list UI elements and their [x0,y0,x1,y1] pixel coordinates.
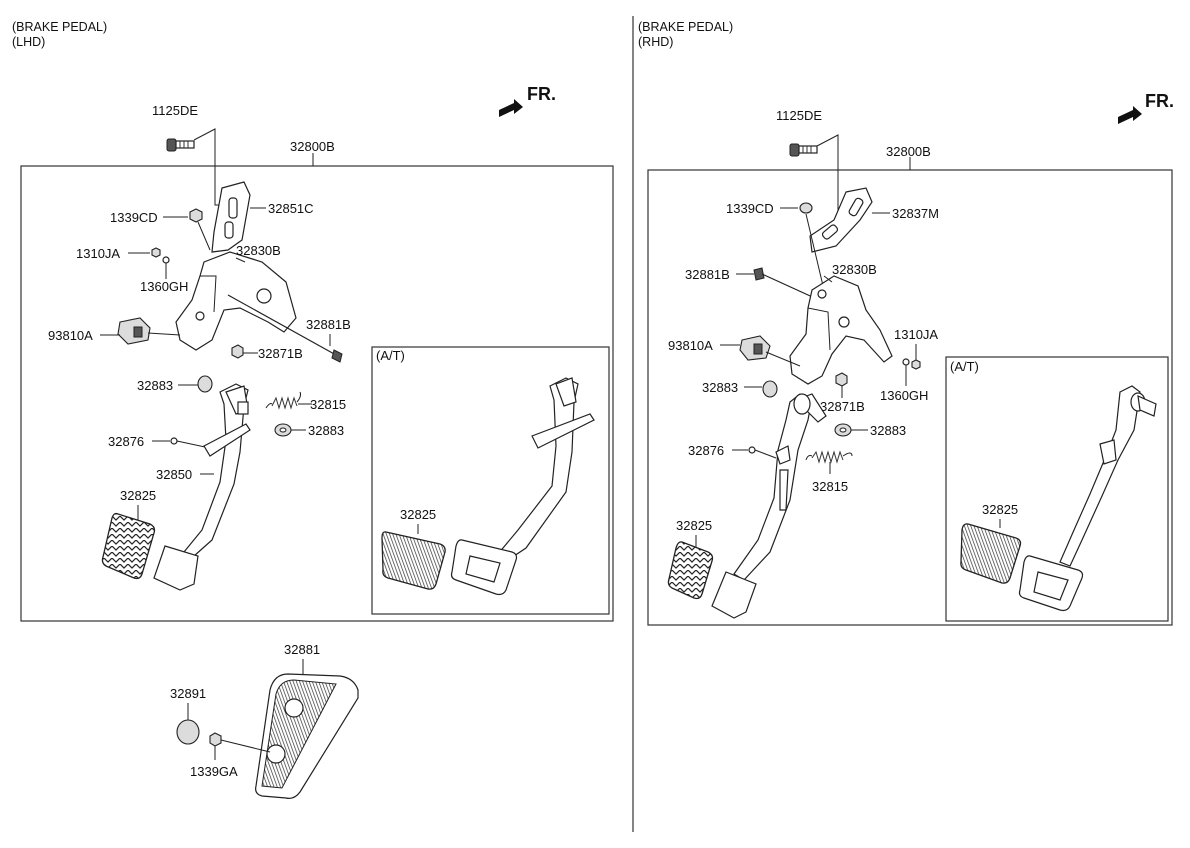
lhd-at-pedal-arm-icon [497,377,595,561]
rhd-callout-1125de: 1125DE [776,108,822,123]
rhd-bolt-icon [789,143,818,157]
lhd-callout-93810a: 93810A [48,328,93,343]
rhd-callout-32800b: 32800B [886,144,931,159]
lhd-callout-1310ja: 1310JA [76,246,120,261]
lhd-lower-nut-icon [231,344,244,359]
lhd-callout-32850: 32850 [156,467,192,482]
lhd-heading-line1: (BRAKE PEDAL) [12,20,107,34]
lhd-pedal-plate-icon [153,545,199,591]
lhd-callout-1360gh: 1360GH [140,279,188,294]
lhd-pedal-pad-icon [101,512,156,580]
rhd-heading-line1: (BRAKE PEDAL) [638,20,733,34]
lhd-pivot-bolt-icon [227,294,343,363]
rhd-callout-1310ja: 1310JA [894,327,938,342]
rhd-callout-93810a: 93810A [668,338,713,353]
lhd-callout-32883-b: 32883 [308,423,344,438]
rhd-return-spring-icon [805,450,853,464]
rhd-bracket-icon [809,187,873,253]
rhd-front-arrow-icon [1118,106,1142,124]
lhd-pedal-member-icon [175,251,297,351]
lhd-callout-1339cd: 1339CD [110,210,158,225]
rhd-heading-line2: (RHD) [638,35,673,49]
rhd-at-label: (A/T) [950,359,979,374]
lhd-callout-32815: 32815 [310,397,346,412]
lhd-at-box [371,346,610,615]
lhd-return-spring-icon [265,391,302,410]
rhd-callout-32815: 32815 [812,479,848,494]
lhd-at-pedal-plate-icon [450,539,518,596]
rhd-callout-32871b: 32871B [820,399,865,414]
lhd-pedal-arm-icon [183,383,251,557]
rhd-at-pedal-pad-icon [960,523,1022,584]
lhd-stop-switch-icon [117,317,151,345]
lhd-at-pedal-pad-icon [381,531,446,590]
rhd-at-callout-32825: 32825 [982,502,1018,517]
lhd-bushing-icon [197,375,213,393]
rhd-callout-1339cd: 1339CD [726,201,774,216]
rhd-pin-icon [902,358,910,366]
rhd-callout-32825: 32825 [676,518,712,533]
rhd-lower-nut-icon [835,372,848,387]
lhd-callout-32830b: 32830B [236,243,281,258]
lhd-callout-32876: 32876 [108,434,144,449]
lhd-callout-32891: 32891 [170,686,206,701]
lhd-heading-line2: (LHD) [12,35,45,49]
lhd-callout-32881: 32881 [284,642,320,657]
rhd-pedal-arm-icon [733,393,827,581]
rhd-pedal-plate-icon [711,571,757,619]
rhd-nut-icon [799,202,813,214]
lhd-panel: (BRAKE PEDAL) (LHD) FR. 32800B 1125DE 32… [12,20,614,799]
rhd-stop-switch-icon [739,335,771,361]
lhd-callout-32871b: 32871B [258,346,303,361]
lhd-small-nut-icon [151,247,161,258]
lhd-front-label: FR. [527,84,556,104]
lhd-assembly-frame [20,165,614,622]
rhd-at-box [945,356,1169,622]
lhd-cap-icon [176,719,200,745]
rhd-at-pedal-arm-icon [1059,385,1157,567]
lhd-bolt-icon [166,138,195,152]
rhd-callout-1360gh: 1360GH [880,388,928,403]
rhd-bushing-icon [762,380,778,398]
lhd-front-arrow-icon [499,99,523,117]
lhd-callout-32881b: 32881B [306,317,351,332]
rhd-bushing-right-icon [834,423,852,437]
lhd-callout-32800b: 32800B [290,139,335,154]
rhd-callout-32883-b: 32883 [870,423,906,438]
lhd-pin-icon [162,256,170,264]
rhd-callout-32876: 32876 [688,443,724,458]
rhd-small-nut-icon [911,359,921,370]
lhd-at-callout-32825: 32825 [400,507,436,522]
lhd-clip-icon [170,437,178,445]
lhd-callout-32825: 32825 [120,488,156,503]
lhd-callout-1125de: 1125DE [152,103,198,118]
lhd-callout-32883-a: 32883 [137,378,173,393]
lhd-pad-detail-icon [255,673,359,799]
rhd-at-pedal-plate-icon [1018,555,1084,612]
lhd-bracket-icon [211,181,251,253]
rhd-callout-32881b: 32881B [685,267,730,282]
lhd-nut-icon [189,208,203,223]
rhd-front-label: FR. [1145,91,1174,111]
rhd-pedal-member-icon [789,275,893,385]
rhd-callout-32837m: 32837M [892,206,939,221]
lhd-pad-nut-icon [209,732,222,747]
lhd-callout-1339ga: 1339GA [190,764,238,779]
rhd-clip-icon [748,446,756,454]
rhd-callout-32883-a: 32883 [702,380,738,395]
lhd-bushing-right-icon [274,423,292,437]
rhd-pedal-pad-icon [667,541,714,600]
rhd-callout-32830b: 32830B [832,262,877,277]
lhd-at-label: (A/T) [376,348,405,363]
rhd-panel: (BRAKE PEDAL) (RHD) FR. 32800B 1125DE 32… [638,20,1174,626]
lhd-callout-32851c: 32851C [268,201,314,216]
